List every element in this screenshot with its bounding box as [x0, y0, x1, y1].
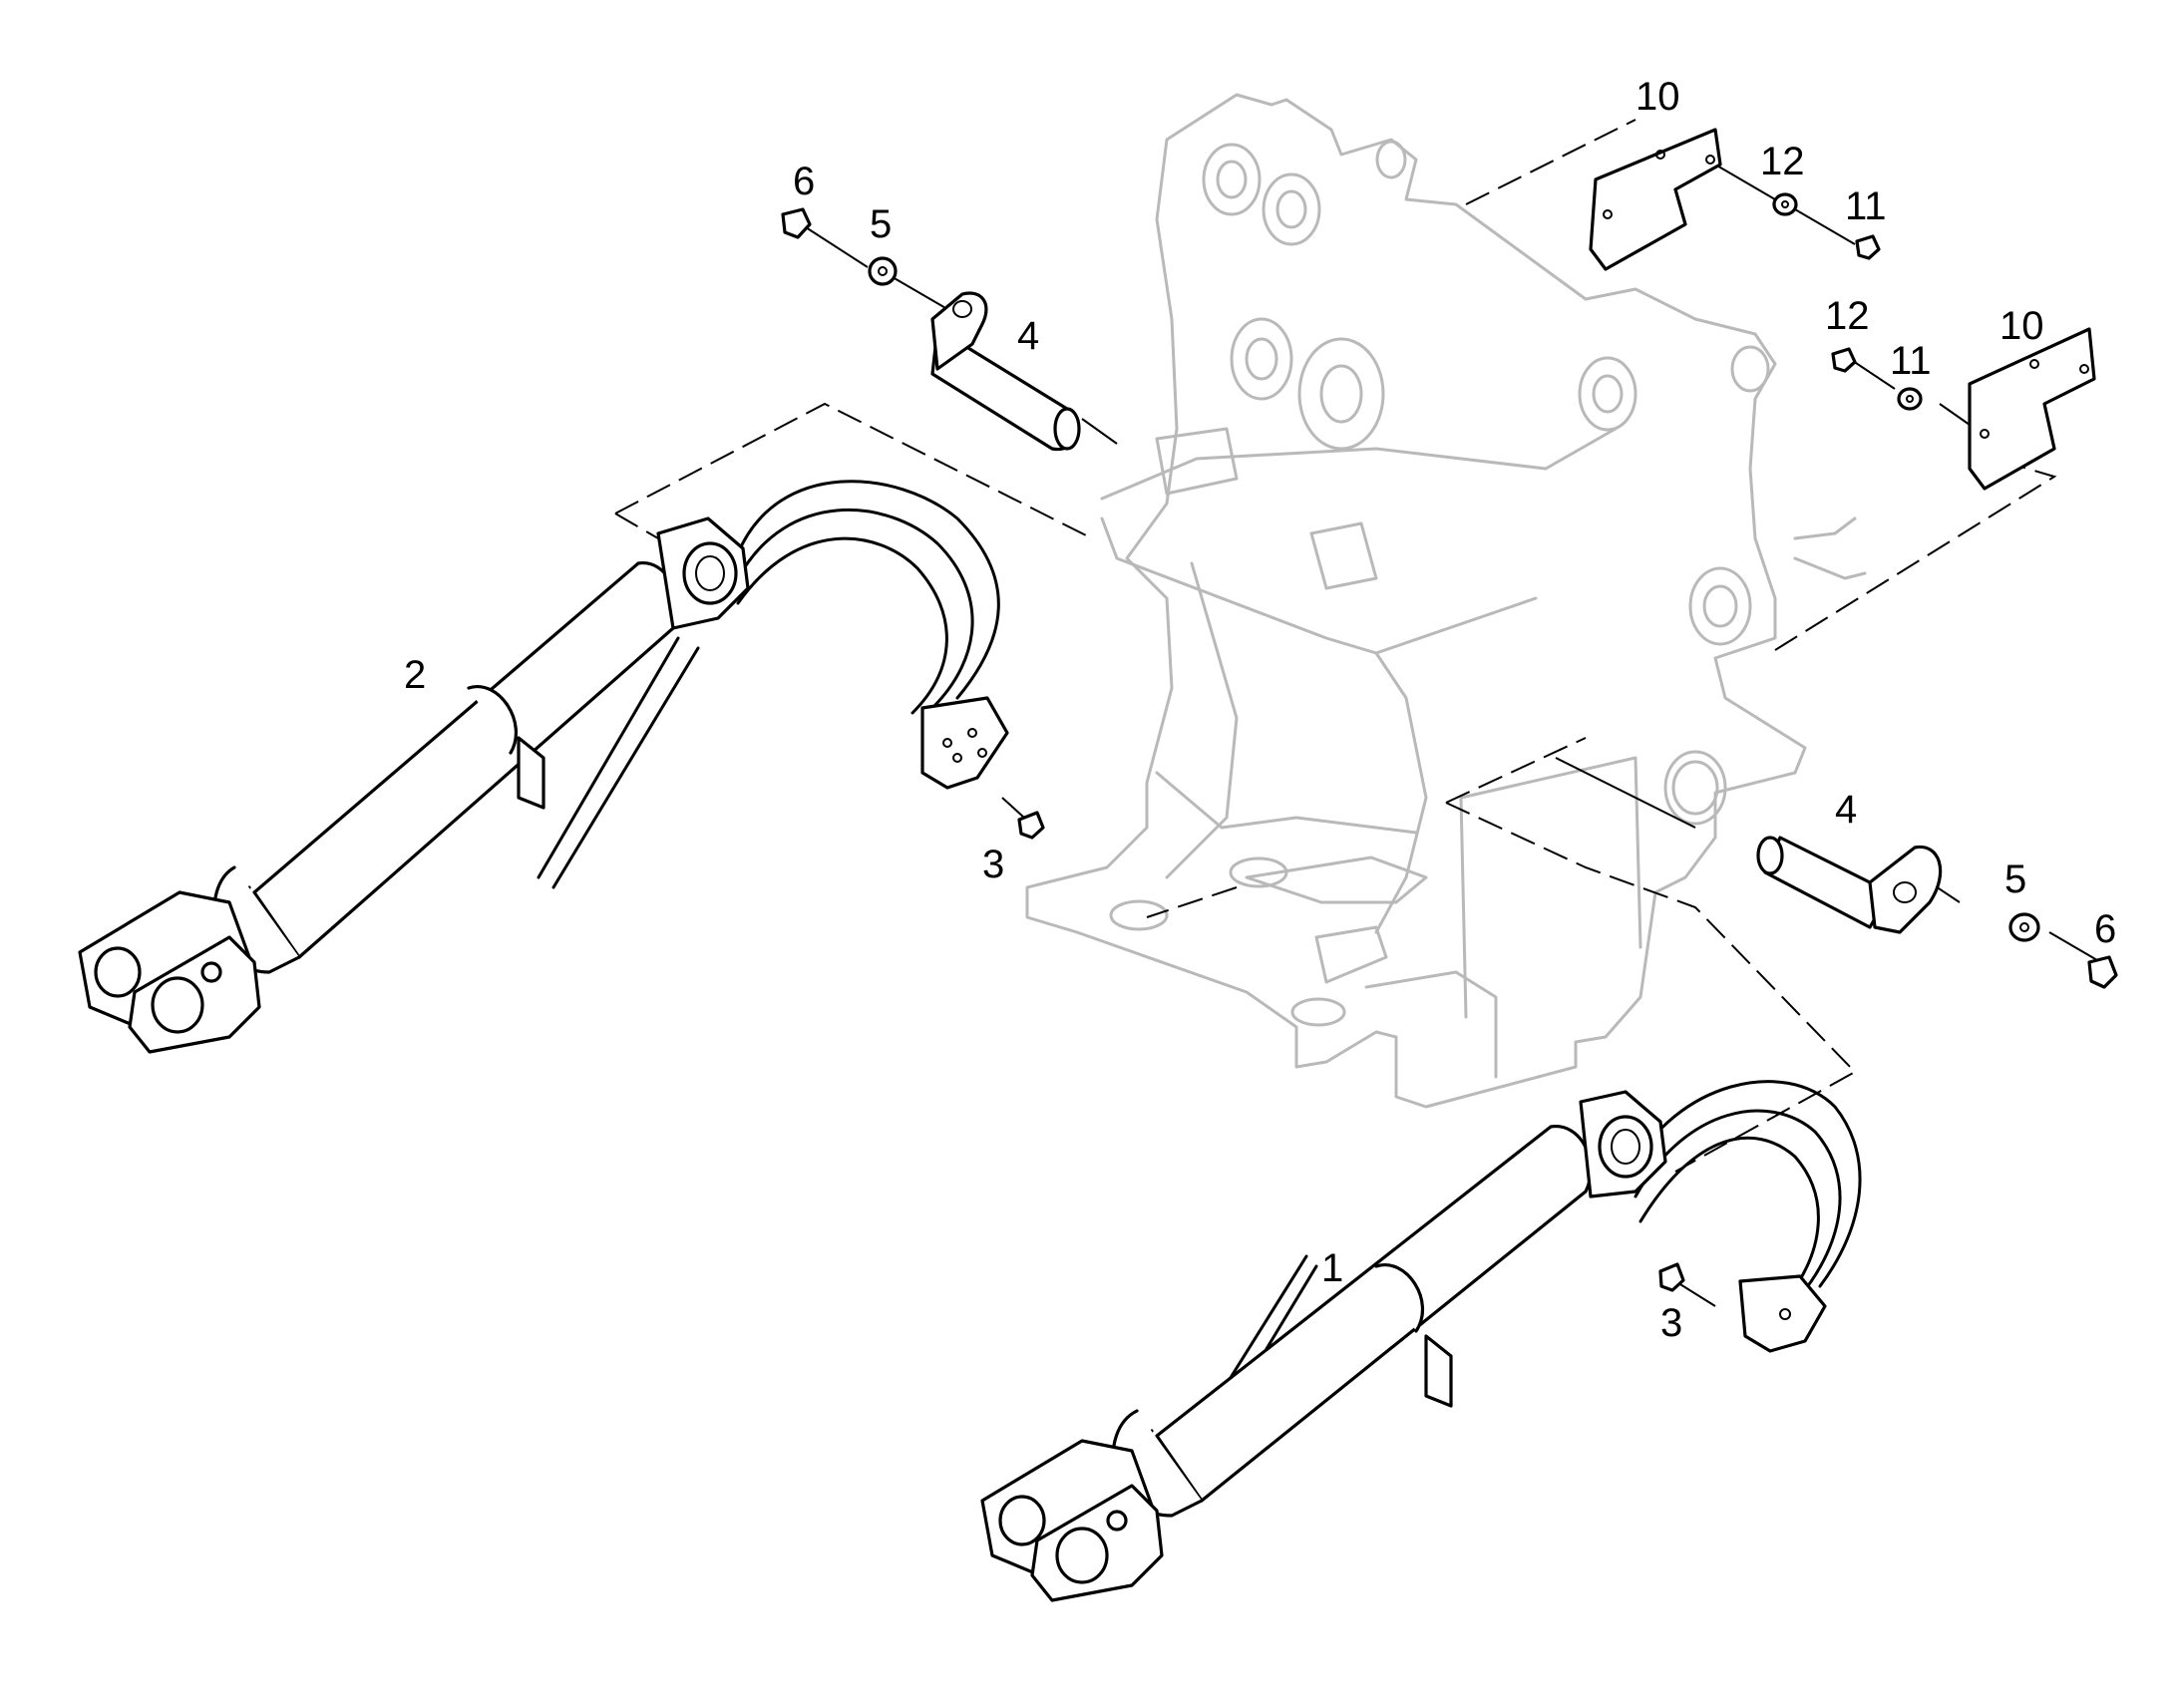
callout-11-top: 11 [1845, 184, 1887, 228]
callout-10-right: 10 [1999, 304, 2044, 348]
cover-plate-10-right [1968, 327, 2096, 491]
pin-4-left [930, 291, 1081, 452]
bolt-3-left [1017, 811, 1045, 840]
hydraulic-cylinder-1 [980, 1080, 1862, 1602]
callout-5-left: 5 [870, 202, 892, 246]
washer-12-top [1772, 192, 1798, 216]
callout-2: 2 [404, 653, 426, 697]
screw-11-right [1831, 347, 1857, 373]
callout-3-left: 3 [982, 843, 1004, 886]
callout-10-top: 10 [1635, 75, 1680, 119]
washer-12-right [1897, 387, 1923, 411]
callout-4-right: 4 [1835, 788, 1857, 832]
screw-6-right [2087, 955, 2118, 989]
washer-5-right [2008, 912, 2040, 942]
washer-5-left [868, 256, 898, 286]
loader-frame [1025, 93, 1867, 1109]
callout-12-right: 12 [1825, 294, 1870, 338]
callout-6-right: 6 [2094, 907, 2116, 951]
callout-12-top: 12 [1760, 140, 1805, 183]
pin-4-right [1756, 836, 1943, 934]
callout-11-right: 11 [1890, 339, 1932, 383]
callout-labels: 1 2 3 3 4 4 5 5 6 6 10 10 11 11 12 12 [404, 75, 2116, 1345]
callout-1: 1 [1321, 1246, 1343, 1290]
callout-3-right: 3 [1660, 1301, 1682, 1345]
screw-11-top [1855, 234, 1881, 260]
assembly-lines [614, 119, 2057, 1173]
screw-6-left [781, 207, 812, 239]
cover-plate-10-top [1589, 128, 1722, 271]
bolt-3-right [1658, 1262, 1685, 1292]
callout-4-left: 4 [1017, 314, 1039, 358]
callout-5-right: 5 [2004, 857, 2026, 901]
hydraulic-cylinder-2 [78, 480, 1009, 1054]
callout-6-left: 6 [793, 160, 815, 203]
